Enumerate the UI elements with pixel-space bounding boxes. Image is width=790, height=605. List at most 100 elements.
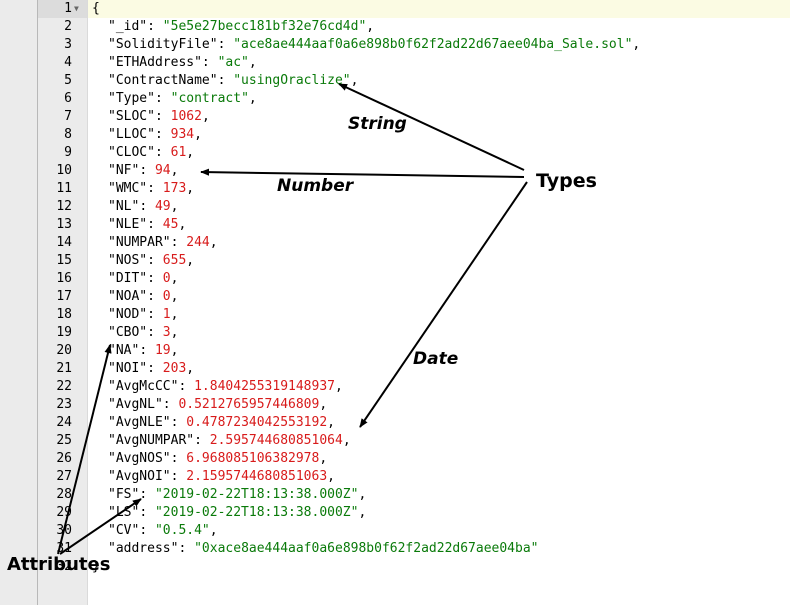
arrow-attributes-to-address	[59, 498, 142, 555]
label-string: String	[348, 114, 407, 134]
code-line[interactable]: "NL": 49,	[108, 198, 178, 216]
json-number-value: 244	[186, 235, 210, 250]
json-number-value: 19	[154, 343, 171, 358]
json-number-value: 3	[162, 325, 171, 340]
trailing-comma: ,	[350, 73, 359, 88]
code-line[interactable]: "AvgNOI": 2.1595744680851063,	[108, 468, 335, 486]
json-key: "AvgNUMPAR"	[108, 433, 195, 448]
code-line[interactable]: "NOA": 0,	[108, 288, 178, 306]
separator: :	[147, 307, 163, 322]
separator: :	[201, 55, 218, 70]
active-line-highlight	[88, 0, 790, 18]
code-line[interactable]: "ETHAddress": "ac",	[108, 54, 257, 72]
arrow-types-to-number	[200, 168, 525, 178]
arrow-attributes-to-avgmccc	[57, 344, 112, 555]
fold-toggle-icon[interactable]: ▼	[74, 4, 79, 13]
json-number-value: 0.5212765957446809	[178, 397, 320, 412]
trailing-comma: ,	[170, 307, 179, 322]
separator: :	[147, 325, 163, 340]
json-key: "DIT"	[108, 271, 148, 286]
json-key: "NLE"	[108, 217, 148, 232]
line-number: 20	[56, 343, 72, 358]
json-key: "CLOC"	[108, 145, 155, 160]
json-string-value: "0xace8ae444aaf0a6e898b0f62f2ad22d67aee0…	[194, 541, 539, 556]
json-string-value: "5e5e27becc181bf32e76cd4d"	[162, 19, 367, 34]
code-line[interactable]: }	[92, 558, 100, 576]
trailing-comma: ,	[170, 199, 179, 214]
json-string-value: "0.5.4"	[154, 523, 210, 538]
code-line[interactable]: "CV": "0.5.4",	[108, 522, 218, 540]
code-line[interactable]: "AvgNL": 0.5212765957446809,	[108, 396, 327, 414]
code-line[interactable]: "NOS": 655,	[108, 252, 194, 270]
json-key: "Type"	[108, 91, 155, 106]
code-line[interactable]: "address": "0xace8ae444aaf0a6e898b0f62f2…	[108, 540, 538, 558]
trailing-comma: ,	[170, 163, 179, 178]
json-string-value: "contract"	[170, 91, 249, 106]
line-number: 16	[56, 271, 72, 286]
separator: :	[154, 127, 171, 142]
label-date: Date	[413, 349, 459, 369]
code-line[interactable]: "_id": "5e5e27becc181bf32e76cd4d",	[108, 18, 374, 36]
line-number: 18	[56, 307, 72, 322]
code-line[interactable]: "NOI": 203,	[108, 360, 194, 378]
separator: :	[170, 415, 187, 430]
json-string-value: "ac"	[217, 55, 249, 70]
code-line[interactable]: "AvgNOS": 6.968085106382978,	[108, 450, 327, 468]
code-line[interactable]: "NUMPAR": 244,	[108, 234, 218, 252]
line-number: 24	[56, 415, 72, 430]
line-number: 4	[64, 55, 72, 70]
code-line[interactable]: "ContractName": "usingOraclize",	[108, 72, 358, 90]
json-key: "address"	[108, 541, 179, 556]
json-key: "NOA"	[108, 289, 148, 304]
separator: :	[178, 379, 195, 394]
line-number: 13	[56, 217, 72, 232]
active-line-gutter-highlight	[38, 0, 87, 18]
json-string-value: "2019-02-22T18:13:38.000Z"	[154, 487, 359, 502]
code-line[interactable]: "DIT": 0,	[108, 270, 178, 288]
line-number: 2	[64, 19, 72, 34]
json-key: "AvgMcCC"	[108, 379, 179, 394]
code-line[interactable]: "LLOC": 934,	[108, 126, 202, 144]
trailing-comma: ,	[170, 271, 179, 286]
code-line[interactable]: "WMC": 173,	[108, 180, 194, 198]
code-line[interactable]: "AvgMcCC": 1.8404255319148937,	[108, 378, 343, 396]
trailing-comma: ,	[327, 415, 335, 430]
separator: :	[139, 487, 155, 502]
code-line[interactable]: "SLOC": 1062,	[108, 108, 210, 126]
json-number-value: 1.8404255319148937	[194, 379, 335, 394]
json-string-value: "usingOraclize"	[233, 73, 351, 88]
separator: :	[147, 19, 163, 34]
separator: :	[139, 343, 155, 358]
json-key: "NL"	[108, 199, 140, 214]
line-number: 3	[64, 37, 72, 52]
code-line[interactable]: "SolidityFile": "ace8ae444aaf0a6e898b0f6…	[108, 36, 640, 54]
json-string-value: "2019-02-22T18:13:38.000Z"	[154, 505, 359, 520]
json-key: "WMC"	[108, 181, 148, 196]
code-line[interactable]: "CBO": 3,	[108, 324, 178, 342]
label-attributes: Attributes	[7, 554, 111, 575]
brace: {	[92, 1, 100, 16]
json-number-value: 934	[170, 127, 195, 142]
code-line[interactable]: "FS": "2019-02-22T18:13:38.000Z",	[108, 486, 366, 504]
code-line[interactable]: "CLOC": 61,	[108, 144, 194, 162]
code-line[interactable]: "AvgNLE": 0.4787234042553192,	[108, 414, 335, 432]
code-line[interactable]: "NA": 19,	[108, 342, 178, 360]
trailing-comma: ,	[319, 451, 328, 466]
line-number-gutter	[0, 0, 88, 605]
separator: :	[147, 181, 163, 196]
trailing-comma: ,	[194, 127, 202, 142]
code-line[interactable]: "AvgNUMPAR": 2.595744680851064,	[108, 432, 351, 450]
label-number: Number	[277, 176, 354, 196]
json-number-value: 94	[154, 163, 171, 178]
code-line[interactable]: "NF": 94,	[108, 162, 178, 180]
code-line[interactable]: "Type": "contract",	[108, 90, 257, 108]
json-key: "CBO"	[108, 325, 148, 340]
code-line[interactable]: "NOD": 1,	[108, 306, 178, 324]
trailing-comma: ,	[178, 217, 187, 232]
json-key: "ETHAddress"	[108, 55, 202, 70]
code-line[interactable]: "NLE": 45,	[108, 216, 186, 234]
code-line[interactable]: {	[92, 0, 100, 18]
line-number: 22	[56, 379, 72, 394]
json-number-value: 45	[162, 217, 179, 232]
